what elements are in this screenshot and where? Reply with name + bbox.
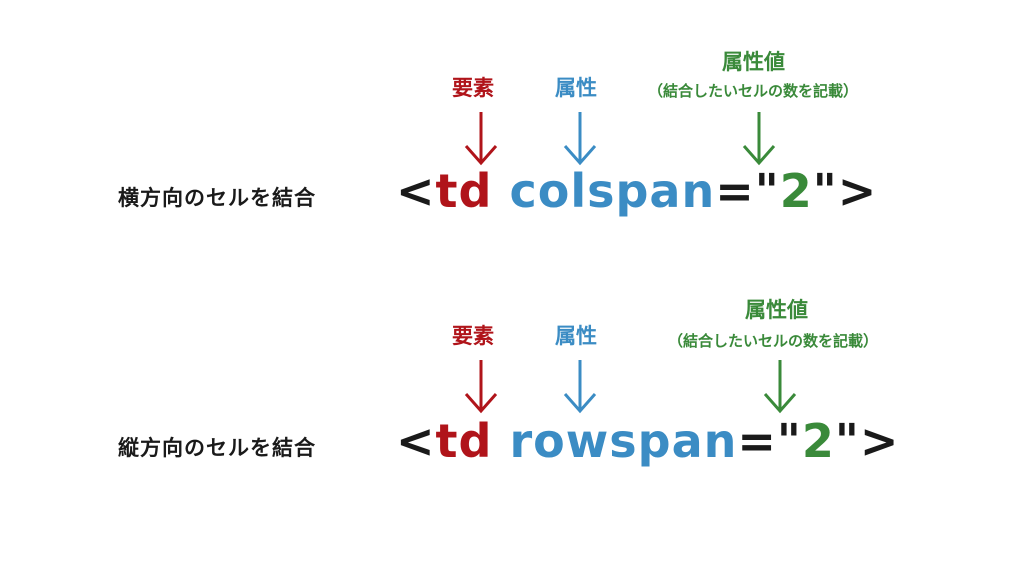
code-element: td: [435, 164, 493, 218]
code-quote-open: ": [776, 414, 802, 468]
code-quote-close: ": [834, 414, 860, 468]
code-equals: =: [737, 414, 777, 468]
value-note: （結合したいセルの数を記載）: [648, 82, 859, 100]
value-arrow-icon: [742, 112, 776, 166]
element-annotation: 要素: [452, 324, 494, 348]
attribute-arrow-icon: [563, 360, 597, 414]
code-value: 2: [801, 414, 835, 468]
row-label: 横方向のセルを結合: [118, 186, 316, 210]
attribute-annotation: 属性: [555, 324, 597, 348]
code-snippet: <td colspan="2">: [396, 164, 877, 218]
code-open: <: [396, 414, 436, 468]
code-close: >: [837, 164, 878, 218]
attribute-annotation: 属性: [555, 76, 597, 100]
code-snippet: <td rowspan="2">: [396, 414, 899, 468]
code-quote-open: ": [754, 164, 780, 218]
code-value: 2: [779, 164, 813, 218]
code-equals: =: [715, 164, 755, 218]
attribute-arrow-icon: [563, 112, 597, 166]
element-arrow-icon: [464, 112, 498, 166]
value-annotation: 属性値: [722, 50, 785, 74]
value-note: （結合したいセルの数を記載）: [668, 332, 879, 350]
code-quote-close: ": [812, 164, 838, 218]
code-close: >: [859, 414, 900, 468]
code-open: <: [396, 164, 436, 218]
code-element: td: [435, 414, 493, 468]
value-arrow-icon: [763, 360, 797, 414]
code-attribute: colspan: [509, 164, 716, 218]
row-label: 縦方向のセルを結合: [118, 436, 316, 460]
code-attribute: rowspan: [509, 414, 738, 468]
element-annotation: 要素: [452, 76, 494, 100]
element-arrow-icon: [464, 360, 498, 414]
value-annotation: 属性値: [745, 298, 808, 322]
colspan-section: 要素 属性 属性値 （結合したいセルの数を記載） 横方向のセルを結合 <td c…: [0, 40, 1024, 280]
rowspan-section: 要素 属性 属性値 （結合したいセルの数を記載） 縦方向のセルを結合 <td r…: [0, 286, 1024, 526]
